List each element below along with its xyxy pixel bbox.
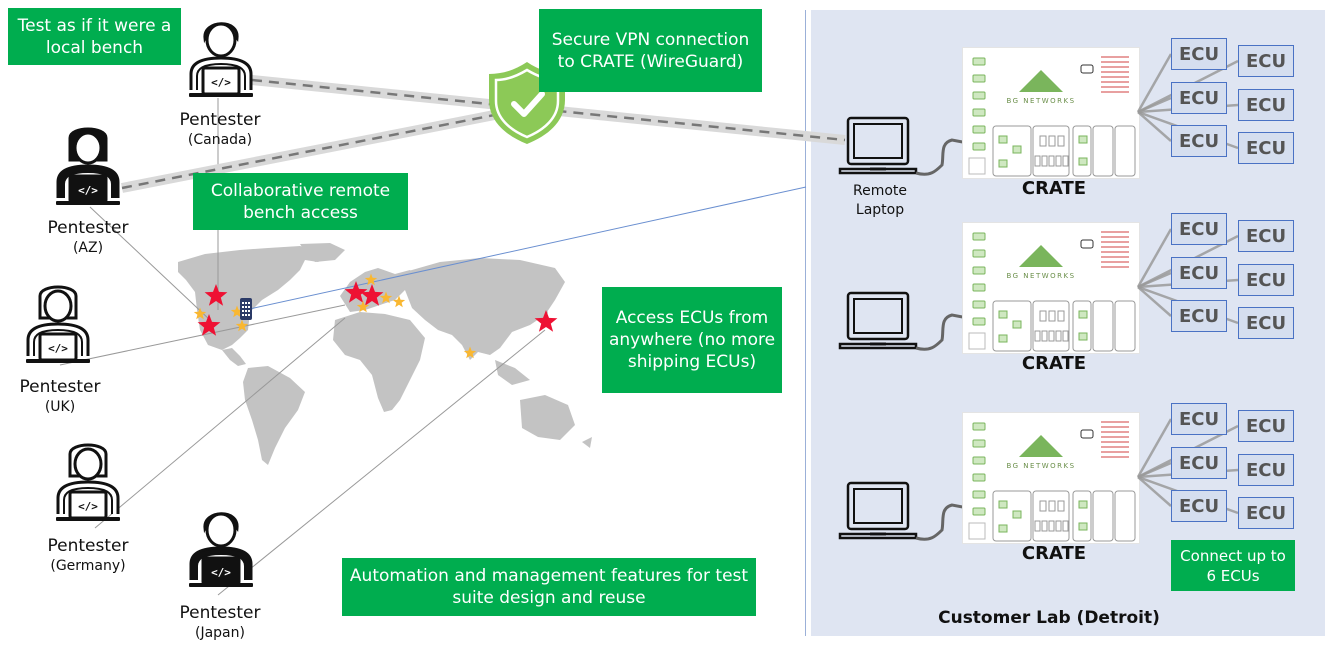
crate-label: CRATE — [1021, 178, 1087, 199]
gold-star-marker — [379, 291, 393, 304]
pentester-label: Pentester (AZ) — [23, 218, 153, 257]
red-star-marker — [360, 284, 384, 306]
gold-star-marker — [364, 273, 378, 286]
pentester-name: Pentester — [179, 603, 261, 623]
ecu-box: ECU — [1171, 213, 1227, 245]
code-icon: </> — [211, 566, 231, 579]
callout-collaborative: Collaborative remote bench access — [193, 173, 408, 230]
ecu-box: ECU — [1171, 257, 1227, 289]
pentester-icon: </> — [189, 512, 253, 587]
greenland — [300, 243, 345, 262]
ecu-connection-lines — [1136, 418, 1239, 515]
lab-title: Customer Lab (Detroit) — [938, 608, 1160, 628]
pentester-location: (Japan) — [195, 625, 245, 641]
laptop-icon — [838, 116, 982, 176]
crate-device: BG NETWORKS — [962, 222, 1140, 354]
pentester-label: Pentester (UK) — [0, 377, 125, 416]
crate-label: CRATE — [1021, 543, 1087, 564]
ecu-box: ECU — [1171, 490, 1227, 522]
ecu-box: ECU — [1171, 300, 1227, 332]
ecu-box: ECU — [1238, 132, 1294, 164]
ecu-box: ECU — [1238, 497, 1294, 529]
gold-star-marker — [230, 305, 244, 318]
pentester-label: Pentester (Canada) — [155, 110, 285, 149]
ecu-box: ECU — [1238, 264, 1294, 296]
gold-star-marker — [193, 307, 207, 320]
new-zealand — [582, 437, 592, 448]
continents — [178, 243, 592, 465]
pentester-icon: </> — [189, 22, 253, 97]
pentester-icon: </> — [56, 127, 120, 205]
red-star-marker — [197, 314, 221, 336]
red-star-marker — [344, 281, 368, 303]
code-icon: </> — [48, 342, 68, 355]
ecu-box: ECU — [1171, 125, 1227, 157]
code-icon: </> — [78, 184, 98, 197]
callout-automation: Automation and management features for t… — [342, 558, 756, 616]
bg-networks-logo: BG NETWORKS — [1006, 462, 1075, 470]
callout-connect-ecus: Connect up to 6 ECUs — [1171, 540, 1295, 591]
ecu-box: ECU — [1238, 45, 1294, 77]
pentester-location: (Germany) — [50, 558, 126, 574]
laptop-icon — [838, 481, 982, 541]
pentester-name: Pentester — [47, 218, 129, 238]
section-divider — [805, 10, 806, 636]
callout-access-ecus: Access ECUs from anywhere (no more shipp… — [602, 287, 782, 393]
asia — [405, 258, 565, 360]
code-icon: </> — [211, 76, 231, 89]
ecu-box: ECU — [1171, 82, 1227, 114]
pentester-label: Pentester (Japan) — [155, 603, 285, 642]
central-america — [222, 348, 246, 366]
map-markers — [193, 273, 558, 359]
red-star-marker — [534, 310, 558, 332]
ecu-box: ECU — [1238, 89, 1294, 121]
ecu-box: ECU — [1171, 38, 1227, 70]
ecu-box: ECU — [1238, 454, 1294, 486]
laptop-icon — [838, 291, 982, 351]
callout-vpn: Secure VPN connection to CRATE (WireGuar… — [539, 9, 762, 92]
gold-star-marker — [463, 346, 477, 359]
pentester-location: (AZ) — [72, 240, 104, 256]
office-building-icon — [240, 298, 252, 320]
bg-networks-logo: BG NETWORKS — [1006, 97, 1075, 105]
pentester-label: Pentester (Germany) — [23, 536, 153, 575]
australia — [520, 395, 575, 440]
pentester-name: Pentester — [47, 536, 129, 556]
crate-label: CRATE — [1021, 353, 1087, 374]
pentester-location: (Canada) — [187, 132, 253, 148]
callout-local-bench: Test as if it were a local bench — [8, 8, 181, 65]
crate-device: BG NETWORKS — [962, 47, 1140, 179]
ecu-box: ECU — [1171, 403, 1227, 435]
gold-star-marker — [392, 295, 406, 308]
africa — [333, 312, 425, 412]
ecu-box: ECU — [1171, 447, 1227, 479]
remote-laptop-label: Remote Laptop — [852, 183, 908, 218]
ecu-box: ECU — [1238, 307, 1294, 339]
code-icon: </> — [78, 500, 98, 513]
europe — [340, 268, 420, 312]
crate-device: BG NETWORKS — [962, 412, 1140, 544]
red-star-marker — [204, 284, 228, 306]
pentester-name: Pentester — [19, 377, 101, 397]
ecu-box: ECU — [1238, 410, 1294, 442]
pentester-icon: </> — [56, 443, 120, 521]
pentester-name: Pentester — [179, 110, 261, 130]
gold-star-marker — [356, 300, 370, 313]
gold-star-marker — [235, 319, 249, 332]
pentester-icon: </> — [26, 285, 90, 363]
south-america — [243, 366, 305, 465]
north-america — [178, 246, 330, 350]
ecu-box: ECU — [1238, 220, 1294, 252]
bg-networks-logo: BG NETWORKS — [1006, 272, 1075, 280]
building-to-lab-link — [244, 186, 807, 311]
southeast-asia — [495, 360, 530, 385]
pentester-location: (UK) — [44, 399, 76, 415]
